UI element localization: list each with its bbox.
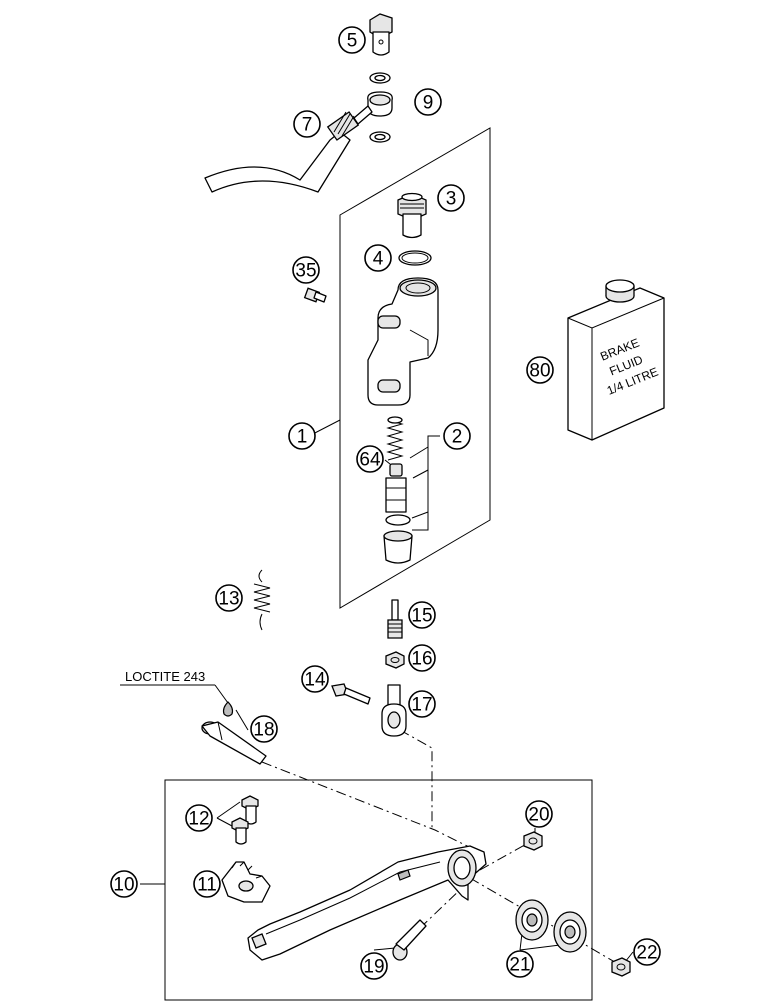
callout-5: 5 xyxy=(338,26,366,54)
callout-15: 15 xyxy=(408,601,436,629)
brake-pedal-group-outline xyxy=(164,779,593,1001)
callout-2: 2 xyxy=(443,422,471,450)
seal-ring-part xyxy=(385,514,411,526)
svg-text:7: 7 xyxy=(302,115,313,136)
callout-10: 10 xyxy=(110,870,138,898)
o-ring-part xyxy=(398,250,432,266)
svg-text:12: 12 xyxy=(188,809,209,830)
svg-text:14: 14 xyxy=(304,670,326,691)
callout-19: 19 xyxy=(360,952,388,980)
pedal-nut-part xyxy=(523,831,543,851)
callout-7: 7 xyxy=(293,110,321,138)
dust-cap-part xyxy=(383,530,413,564)
reservoir-connector-part xyxy=(397,192,427,239)
axis-line-nut xyxy=(479,841,531,871)
callout-12: 12 xyxy=(185,804,213,832)
brake-pedal-part xyxy=(247,845,487,961)
svg-text:17: 17 xyxy=(411,695,432,716)
screw-part xyxy=(303,287,327,303)
pivot-bolt-part xyxy=(201,721,267,765)
step-plate-part xyxy=(221,861,271,903)
callout-13: 13 xyxy=(215,584,243,612)
spring-part xyxy=(386,416,404,461)
svg-text:13: 13 xyxy=(218,589,239,610)
clevis-fork-part xyxy=(381,684,407,737)
push-rod-part xyxy=(387,599,403,639)
brake-hose-part xyxy=(204,105,373,193)
callout-9: 9 xyxy=(414,88,442,116)
banjo-fitting-part xyxy=(367,91,393,117)
svg-text:35: 35 xyxy=(295,261,316,282)
svg-text:80: 80 xyxy=(529,361,550,382)
callout-18: 18 xyxy=(250,715,278,743)
svg-text:18: 18 xyxy=(253,720,274,741)
bearing-a-part xyxy=(515,899,549,941)
svg-text:10: 10 xyxy=(113,875,134,896)
callout-4: 4 xyxy=(364,244,392,272)
callout-35: 35 xyxy=(292,256,320,284)
nut-part xyxy=(385,651,405,669)
brake-fluid-bottle-part: BRAKE FLUID 1/4 LITRE xyxy=(567,279,665,441)
callout-3: 3 xyxy=(437,184,465,212)
callout-14: 14 xyxy=(301,665,329,693)
return-spring-part xyxy=(253,569,271,631)
svg-text:5: 5 xyxy=(347,31,358,52)
leader-lines xyxy=(120,419,634,963)
callout-17: 17 xyxy=(408,690,436,718)
svg-text:19: 19 xyxy=(363,957,384,978)
callout-64: 64 xyxy=(356,445,384,473)
washer-top-part xyxy=(369,72,391,84)
svg-text:22: 22 xyxy=(636,943,657,964)
svg-text:16: 16 xyxy=(411,649,432,670)
bolt-12b-part xyxy=(231,817,249,845)
svg-text:4: 4 xyxy=(373,249,384,270)
clevis-bolt-part xyxy=(331,683,371,705)
callout-21: 21 xyxy=(506,950,534,978)
callout-22: 22 xyxy=(633,938,661,966)
bearing-nut-part xyxy=(611,957,631,977)
callout-20: 20 xyxy=(525,800,553,828)
svg-text:15: 15 xyxy=(411,606,432,627)
svg-text:20: 20 xyxy=(528,805,549,826)
svg-text:21: 21 xyxy=(509,955,530,976)
washer-bottom-part xyxy=(369,131,391,143)
svg-text:64: 64 xyxy=(359,450,381,471)
svg-text:1: 1 xyxy=(297,427,308,448)
pedal-bolt-part xyxy=(392,919,427,961)
callout-80: 80 xyxy=(526,356,554,384)
svg-text:3: 3 xyxy=(446,189,457,210)
svg-text:11: 11 xyxy=(197,875,217,896)
loctite-label: LOCTITE 243 xyxy=(125,669,205,684)
callout-11: 11 xyxy=(193,870,221,898)
master-cylinder-group-outline xyxy=(339,127,491,609)
loctite-drop-icon xyxy=(222,701,234,717)
svg-text:9: 9 xyxy=(423,93,434,114)
callout-16: 16 xyxy=(408,644,436,672)
piston-part xyxy=(385,463,407,513)
svg-text:2: 2 xyxy=(452,427,463,448)
banjo-bolt-part xyxy=(369,13,393,56)
callout-1: 1 xyxy=(288,422,316,450)
master-cylinder-part xyxy=(367,277,439,406)
axis-line-pedal xyxy=(261,761,476,851)
bearing-b-part xyxy=(553,911,587,953)
